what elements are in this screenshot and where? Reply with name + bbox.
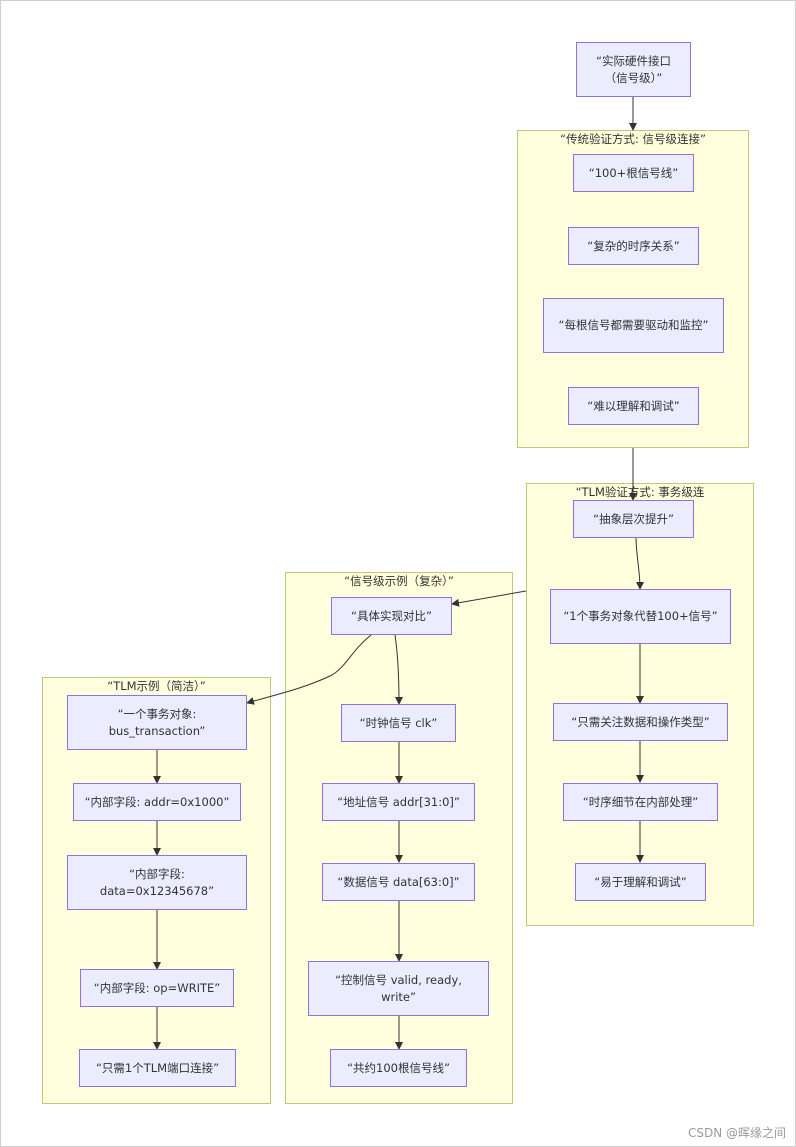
node-100-signals: “100+根信号线”: [573, 154, 694, 192]
group-signal-example: “信号级示例（复杂）”: [285, 572, 513, 1104]
node-field-addr: “内部字段: addr=0x1000”: [73, 783, 241, 821]
node-drive-monitor: “每根信号都需要驱动和监控”: [543, 298, 724, 353]
node-field-op: “内部字段: op=WRITE”: [80, 969, 234, 1007]
node-one-transaction: “1个事务对象代替100+信号”: [550, 589, 731, 644]
node-focus-data: “只需关注数据和操作类型”: [553, 703, 728, 741]
group-tlm-title: “TLM验证方式: 事务级连: [575, 485, 705, 499]
node-abstraction-up: “抽象层次提升”: [573, 500, 694, 538]
node-one-port: “只需1个TLM端口连接”: [79, 1049, 236, 1087]
group-signal-example-title: “信号级示例（复杂）”: [344, 574, 454, 588]
node-timing-internal: “时序细节在内部处理”: [563, 783, 718, 821]
node-clk: “时钟信号 clk”: [341, 704, 456, 742]
node-hardware-interface: “实际硬件接口（信号级）”: [576, 42, 691, 97]
node-easy-debug: “易于理解和调试”: [575, 863, 706, 901]
node-hard-to-debug: “难以理解和调试”: [568, 387, 699, 425]
node-data: “数据信号 data[63:0]”: [322, 863, 475, 901]
node-impl-compare: “具体实现对比”: [331, 597, 452, 635]
watermark: CSDN @晖缘之间: [687, 1126, 786, 1140]
node-field-data: “内部字段: data=0x12345678”: [67, 855, 247, 910]
node-transaction-object: “一个事务对象: bus_transaction”: [67, 695, 247, 750]
node-control: “控制信号 valid, ready, write”: [308, 961, 489, 1016]
group-traditional-title: “传统验证方式: 信号级连接”: [560, 132, 706, 146]
group-tlm-example-title: “TLM示例（简洁）”: [107, 679, 206, 693]
node-about-100: “共约100根信号线”: [330, 1049, 467, 1087]
node-complex-timing: “复杂的时序关系”: [568, 227, 699, 265]
node-addr: “地址信号 addr[31:0]”: [322, 783, 475, 821]
